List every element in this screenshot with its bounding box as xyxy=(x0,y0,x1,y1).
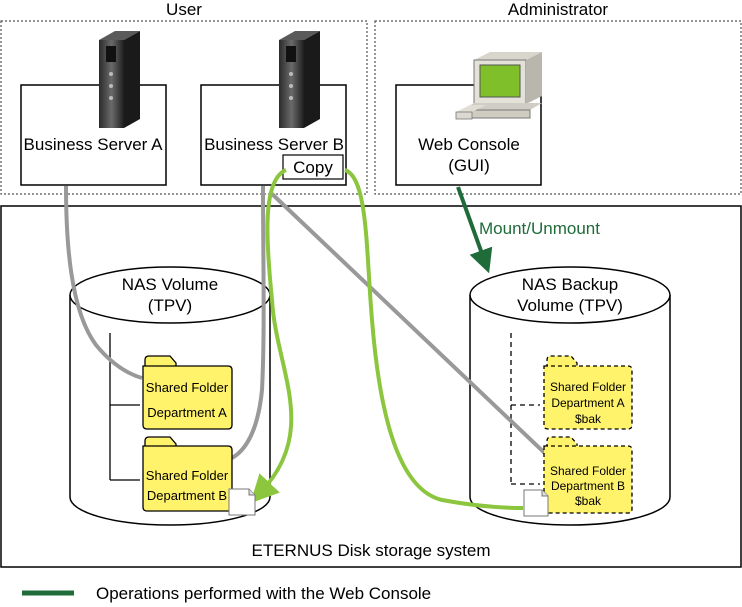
web-console-gui-label: (GUI) xyxy=(448,156,490,175)
backup-folder-a-line1: Shared Folder xyxy=(550,380,626,394)
mount-unmount-label: Mount/Unmount xyxy=(479,219,600,238)
backup-folder-b-line3: $bak xyxy=(575,494,602,508)
backup-folder-a-line2: Department A xyxy=(551,396,624,410)
access-path-server-a xyxy=(64,185,143,380)
nas-backup-volume-tpv-label: Volume (TPV) xyxy=(517,296,623,315)
folder-icon xyxy=(142,436,233,512)
desktop-pc-icon xyxy=(455,52,542,120)
business-server-a-label: Business Server A xyxy=(24,135,164,154)
backup-folder-tree-lines xyxy=(510,333,540,485)
server-tower-icon xyxy=(99,31,140,128)
shared-folder-a-line1: Shared Folder xyxy=(146,380,229,395)
mount-unmount-arrow xyxy=(456,186,493,274)
business-server-a-box xyxy=(20,84,167,186)
access-path-server-b xyxy=(230,185,266,460)
backup-folder-b-line1: Shared Folder xyxy=(550,464,626,478)
copy-path-to-backup-volume xyxy=(344,168,524,510)
storage-system-label: ETERNUS Disk storage system xyxy=(252,541,491,560)
user-region xyxy=(0,20,368,195)
copy-path-to-nas-volume xyxy=(250,168,294,504)
folder-icon xyxy=(543,436,633,514)
nas-volume-tpv-label: (TPV) xyxy=(148,296,192,315)
copy-box xyxy=(282,154,344,180)
web-console-label: Web Console xyxy=(418,135,520,154)
business-server-b-label: Business Server B xyxy=(204,135,344,154)
shared-folder-a-line2: Department A xyxy=(147,405,227,420)
shared-folder-b-line1: Shared Folder xyxy=(146,468,229,483)
storage-system-box xyxy=(0,205,742,568)
shared-folder-b-line2: Department B xyxy=(147,488,227,503)
backup-folder-b-line2: Department B xyxy=(551,479,625,493)
administrator-region-label: Administrator xyxy=(508,0,608,19)
backup-folder-a-line3: $bak xyxy=(575,412,602,426)
access-path-server-b-backup xyxy=(268,190,553,461)
folder-icon xyxy=(543,355,633,430)
server-tower-icon xyxy=(279,31,320,128)
document-icon xyxy=(228,488,256,516)
nas-backup-volume-label: NAS Backup xyxy=(522,275,618,294)
legend-text: Operations performed with the Web Consol… xyxy=(96,584,431,603)
copy-label: Copy xyxy=(293,158,333,177)
nas-volume-label: NAS Volume xyxy=(122,275,218,294)
document-icon xyxy=(523,489,549,517)
administrator-region xyxy=(374,20,742,195)
user-region-label: User xyxy=(166,0,202,19)
folder-icon xyxy=(142,355,233,430)
